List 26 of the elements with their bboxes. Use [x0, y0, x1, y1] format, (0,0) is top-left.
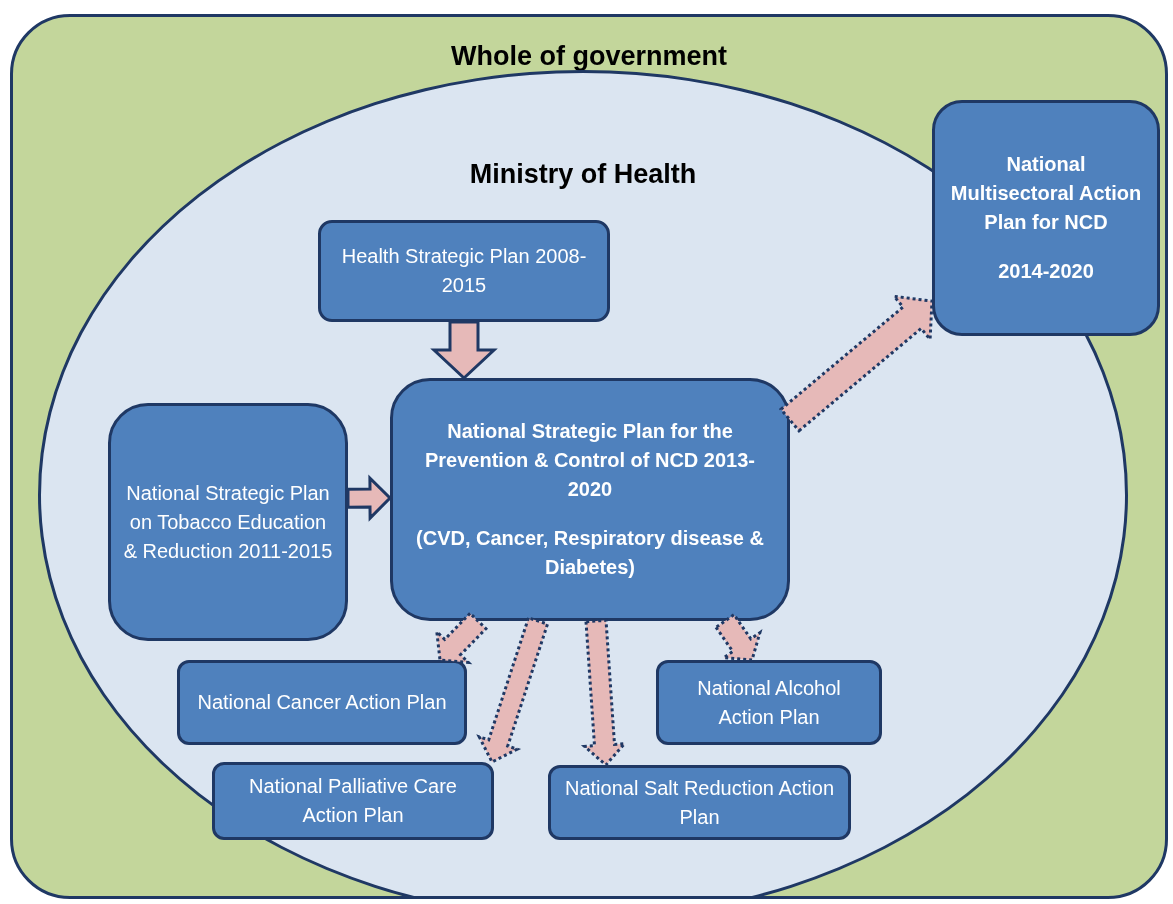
plan-label: National Strategic Plan on Tobacco Education & Reduction 2011-2015 — [122, 480, 334, 564]
plan-box — [932, 100, 1160, 336]
plan-box — [390, 378, 790, 621]
panel-title: Whole of government — [451, 41, 727, 72]
plan-label: (CVD, Cancer, Respiratory disease & Diabetes) — [415, 526, 765, 580]
plan-label: 2014-2020 — [998, 259, 1094, 284]
plan-label: National Strategic Plan for the Prevention & Control of NCD 2013-2020 — [423, 419, 756, 502]
plan-label: National Salt Reduction Action Plan — [563, 775, 836, 830]
plan-box — [318, 220, 610, 322]
block-arrow — [434, 611, 489, 665]
plan-box — [177, 660, 467, 745]
block-arrow — [476, 616, 550, 764]
block-arrow — [430, 320, 498, 381]
block-arrow — [778, 294, 934, 433]
plan-box — [108, 403, 348, 641]
plan-label: National Multisectoral Action Plan for NCD — [949, 152, 1143, 235]
plan-box — [212, 762, 494, 840]
plan-label: National Palliative Care Action Plan — [248, 774, 458, 828]
plan-box — [656, 660, 882, 745]
block-arrow — [713, 612, 763, 662]
ellipse-title: Ministry of Health — [469, 159, 697, 190]
plan-label: National Cancer Action Plan — [197, 690, 447, 715]
plan-label: National Alcohol Action Plan — [696, 675, 842, 730]
plan-label: Health Strategic Plan 2008-2015 — [340, 244, 588, 298]
block-arrow — [346, 474, 393, 522]
plan-box — [548, 765, 851, 840]
